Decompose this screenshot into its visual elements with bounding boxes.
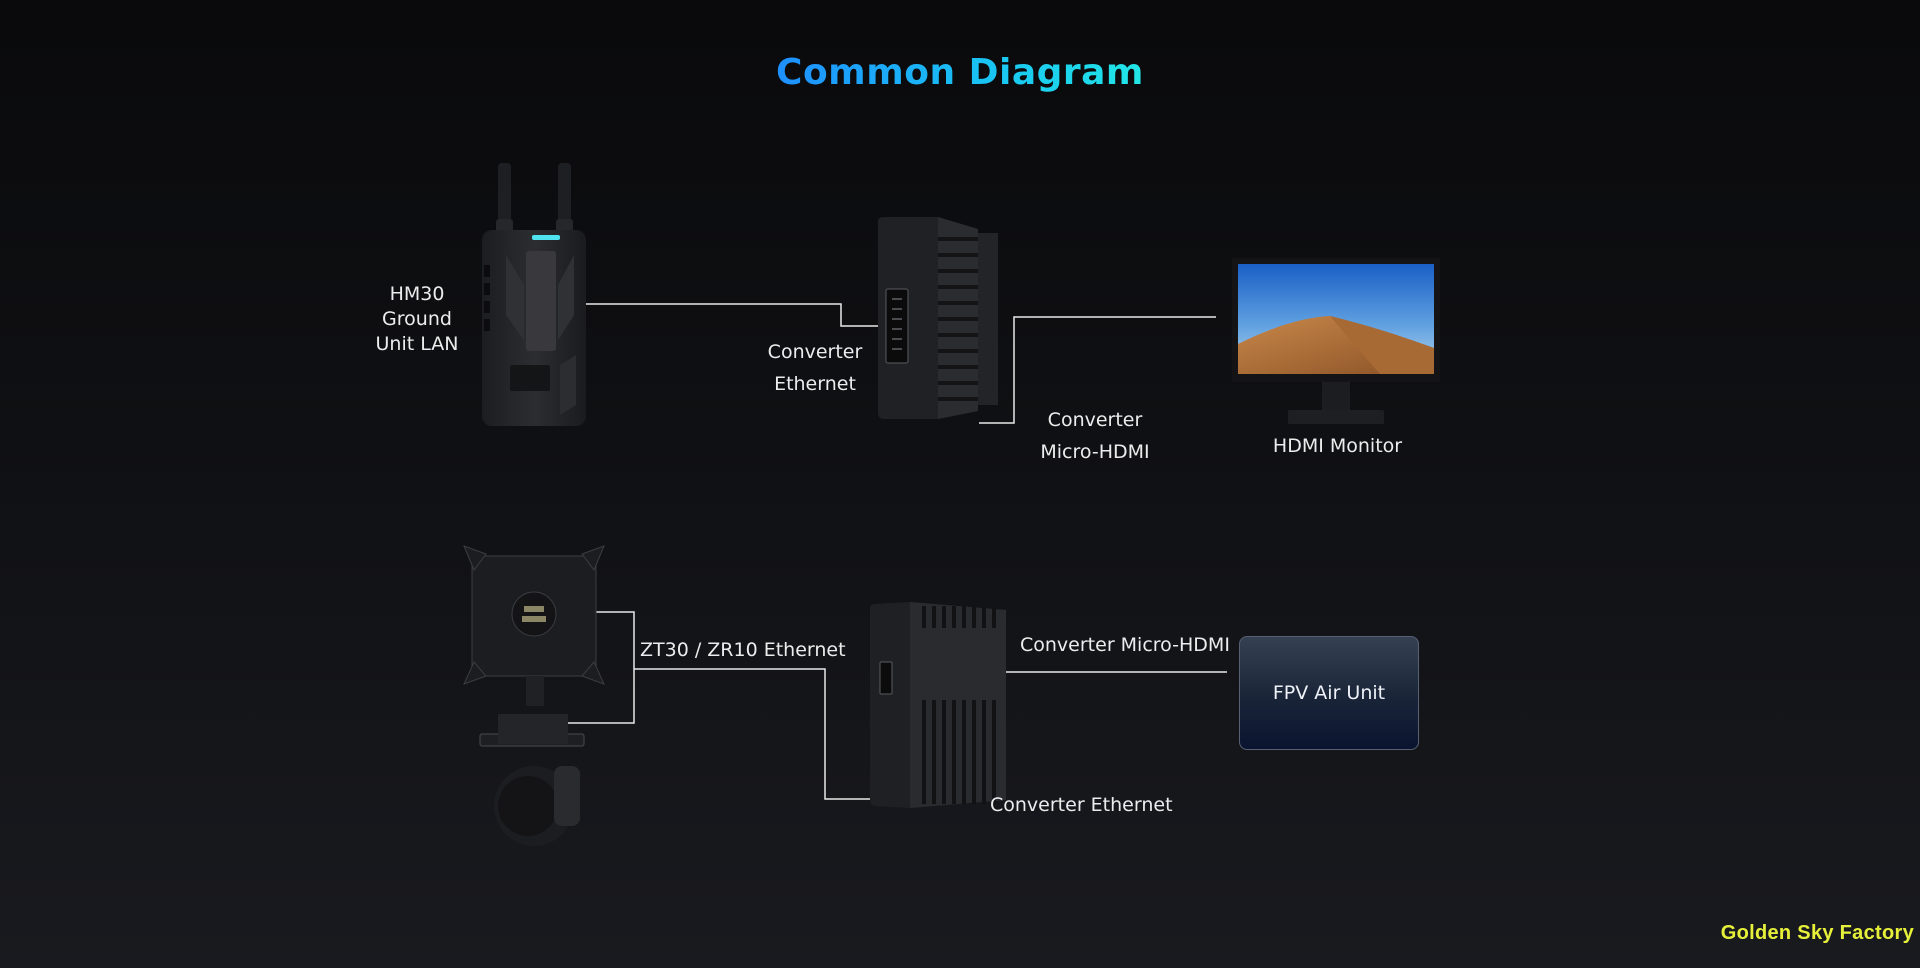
diagram-title: Common Diagram	[776, 52, 1144, 93]
fpv-air-unit-label: FPV Air Unit	[1272, 682, 1386, 704]
converter-ethernet-label-top: Converter Ethernet	[755, 336, 875, 400]
hdmi-monitor-image	[1232, 258, 1440, 424]
hdmi-monitor-label: HDMI Monitor	[1272, 435, 1403, 457]
converter-top-image	[878, 217, 998, 419]
line-converter-to-monitor	[979, 316, 1216, 424]
hm30-label-line-3: Unit LAN	[375, 333, 459, 355]
converter-bottom-image	[870, 602, 1006, 808]
gimbal-camera-image	[463, 545, 605, 846]
watermark: Golden Sky Factory	[1720, 922, 1914, 944]
converter-micro-hdmi-label-top: Converter Micro-HDMI	[1030, 404, 1160, 468]
hm30-label-line-1: HM30	[389, 283, 445, 305]
line-hm30-to-converter	[494, 303, 878, 327]
converter-micro-hdmi-label-line-1: Converter	[1047, 409, 1143, 431]
hm30-ground-unit-lan-label: HM30 Ground Unit LAN	[370, 282, 464, 357]
fpv-air-unit-box: FPV Air Unit	[1239, 636, 1419, 750]
gimbal-ethernet-label: ZT30 / ZR10 Ethernet	[640, 639, 846, 661]
converter-ethernet-label-line-1: Converter	[767, 341, 863, 363]
converter-ethernet-label-bottom: Converter Ethernet	[990, 794, 1173, 816]
hm30-ground-unit-image	[482, 163, 586, 426]
converter-micro-hdmi-label-bottom: Converter Micro-HDMI	[1020, 634, 1230, 656]
converter-ethernet-label-line-2: Ethernet	[774, 373, 856, 395]
converter-micro-hdmi-label-line-2: Micro-HDMI	[1040, 441, 1150, 463]
hm30-label-line-2: Ground	[382, 308, 452, 330]
